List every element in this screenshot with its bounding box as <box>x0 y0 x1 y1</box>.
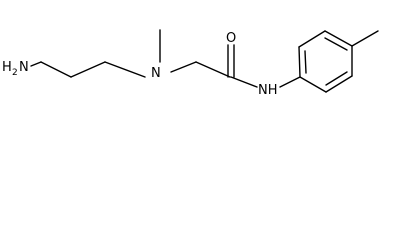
bond-c1-c2 <box>40 61 72 78</box>
ring-bond-1 <box>298 46 301 78</box>
amine-subscript: 2 <box>12 68 18 78</box>
bond-ring-methyl <box>351 30 379 47</box>
bond-n-ch2 <box>170 61 197 73</box>
ring-bond-2 <box>298 30 326 48</box>
ring-bond-5 <box>325 75 353 93</box>
bond-c3-n <box>104 61 146 78</box>
ring-bond-3-inner <box>324 37 348 51</box>
molecule-diagram: H 2 N N O NH <box>0 0 406 103</box>
bond-co-nh <box>230 76 258 88</box>
carbonyl-o-label: O <box>226 31 236 46</box>
bond-c2-c3 <box>70 61 106 78</box>
amine-h-label: H <box>2 60 12 75</box>
bond-nh2-c1 <box>30 61 42 67</box>
ring-bond-3 <box>324 30 353 47</box>
tertiary-n-label: N <box>151 66 161 81</box>
bonds <box>30 29 379 93</box>
amide-nh-label: NH <box>258 83 278 98</box>
atom-labels: H 2 N N O NH <box>2 31 278 98</box>
ring-bond-1-inner <box>304 50 307 74</box>
ring-bond-6 <box>299 76 327 93</box>
amine-n-label: N <box>19 60 29 75</box>
structure-svg: H 2 N N O NH <box>2 29 379 98</box>
bond-nh-ring <box>279 76 301 88</box>
ring-bond-5-inner <box>325 71 348 86</box>
bond-ch2-co <box>195 61 231 78</box>
